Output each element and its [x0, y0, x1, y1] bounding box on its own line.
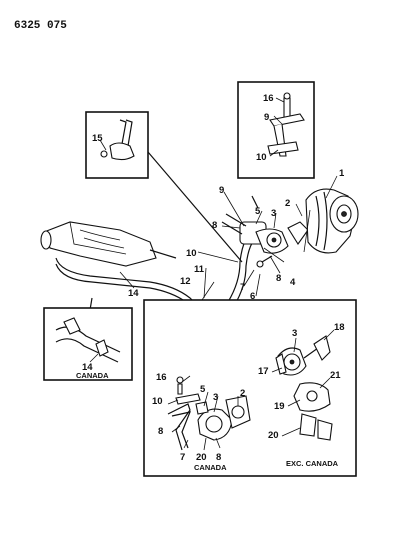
callout-14: 14: [128, 288, 139, 299]
bracket-callout-10: 10: [256, 152, 267, 163]
pulley-assembly: [303, 188, 359, 254]
detail-bracket: 16 9 10: [237, 81, 315, 179]
lower-callout-8-left: 8: [158, 426, 163, 437]
detail-clamp: 15: [85, 111, 149, 179]
diagram-part-code: 6325 075: [14, 20, 67, 32]
lower-callout-10: 10: [152, 396, 163, 407]
canada-pipe-callout-14: 14: [82, 362, 93, 373]
lower-callout-3-exc: 3: [292, 328, 297, 339]
catalytic-converter: [40, 221, 177, 267]
lower-callout-16: 16: [156, 372, 167, 383]
callout-5: 5: [255, 206, 261, 217]
canada-pipe-caption: CANADA: [76, 371, 109, 380]
lower-callout-7: 7: [180, 452, 185, 463]
callout-11: 11: [194, 264, 205, 275]
lower-callout-3-canada: 3: [213, 392, 218, 403]
callout-2: 2: [285, 198, 290, 209]
callout-3: 3: [271, 208, 276, 219]
lower-caption-exc-canada: EXC. CANADA: [286, 459, 339, 468]
callout-9: 9: [219, 185, 224, 196]
callout-4: 4: [290, 277, 296, 288]
air-pump-assembly: [221, 213, 309, 268]
callout-10: 10: [186, 248, 197, 259]
bracket-callout-16: 16: [263, 93, 274, 104]
callout-7: 7: [240, 282, 245, 293]
lower-callout-18: 18: [334, 322, 345, 333]
lower-callout-8-right: 8: [216, 452, 221, 463]
lower-callout-2: 2: [240, 388, 245, 399]
lower-callout-19: 19: [274, 401, 285, 412]
canada-sub-assembly: [167, 375, 251, 451]
lower-callout-20-canada: 20: [196, 452, 207, 463]
exc-canada-sub-assembly: [271, 329, 335, 441]
lower-callout-20-exc: 20: [268, 430, 279, 441]
exhaust-pipe: [55, 257, 197, 305]
lower-callout-17: 17: [258, 366, 269, 377]
detail-canada-pipe: 14 CANADA: [43, 307, 133, 381]
lower-callout-21: 21: [330, 370, 341, 381]
bracket-callout-9: 9: [264, 112, 269, 123]
callout-6: 6: [250, 291, 255, 302]
callout-8-upper: 8: [212, 220, 217, 231]
lower-callout-5: 5: [200, 384, 206, 395]
clamp-callout-15: 15: [92, 133, 103, 144]
detail-lower: 16 5 3 2 10 8 7 20 8 CANADA 3: [143, 299, 357, 477]
callout-1: 1: [339, 168, 345, 179]
callout-8-lower: 8: [276, 273, 281, 284]
lower-caption-canada: CANADA: [194, 463, 227, 472]
callout-12: 12: [180, 276, 191, 287]
